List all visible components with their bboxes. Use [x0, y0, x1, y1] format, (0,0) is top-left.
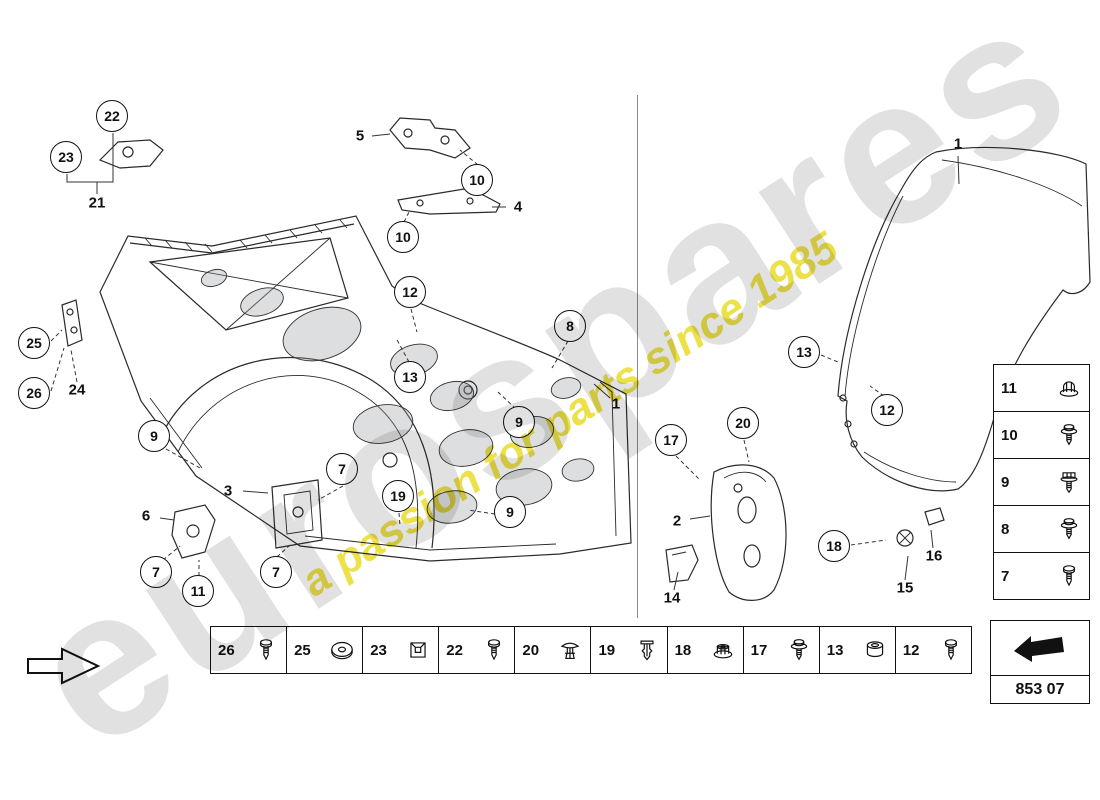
callout-19[interactable]: 19 [382, 480, 414, 512]
screw-washer-icon [790, 639, 807, 660]
callout-10[interactable]: 10 [461, 164, 493, 196]
screw-icon [260, 639, 273, 660]
flange-nut-icon [713, 643, 732, 659]
sidebar-item-number: 9 [1001, 473, 1010, 491]
screw-icon [488, 639, 501, 660]
push-clip-icon [561, 642, 580, 660]
sidebar-item-number: 10 [1001, 426, 1018, 444]
screw-icon [1062, 565, 1076, 586]
part-label-4[interactable]: 4 [513, 198, 523, 216]
legend-item-22[interactable]: 22 [439, 627, 516, 673]
part-group-arrow [991, 621, 1089, 675]
part-group-box: 853 07 [990, 620, 1090, 704]
part-label-15[interactable]: 15 [896, 579, 914, 597]
legend-item-number: 13 [826, 641, 844, 659]
group-arrow-icon [1014, 636, 1064, 662]
sidebar-item-11[interactable]: 11 [994, 365, 1089, 412]
callout-7[interactable]: 7 [140, 556, 172, 588]
washer-disc-icon [331, 641, 353, 660]
screw-washer-icon [1060, 424, 1078, 445]
callout-11[interactable]: 11 [182, 575, 214, 607]
part-label-24[interactable]: 24 [68, 381, 86, 399]
fastener-legend: 26 25 23 22 20 19 18 17 13 12 [210, 626, 972, 674]
sidebar-item-9[interactable]: 9 [994, 459, 1089, 506]
grommet-icon [866, 641, 884, 658]
legend-item-12[interactable]: 12 [896, 627, 971, 673]
legend-item-26[interactable]: 26 [211, 627, 288, 673]
legend-item-number: 17 [750, 641, 768, 659]
part-label-14[interactable]: 14 [663, 589, 681, 607]
screw-washer-icon [1060, 518, 1078, 539]
sidebar-item-number: 8 [1001, 520, 1010, 538]
fastener-sidebar: 11 10 9 8 7 [993, 364, 1090, 600]
legend-item-number: 23 [370, 641, 387, 659]
part-label-3[interactable]: 3 [223, 482, 233, 500]
callout-23[interactable]: 23 [50, 141, 82, 173]
part-label-6[interactable]: 6 [141, 507, 151, 525]
callout-26[interactable]: 26 [18, 377, 50, 409]
sidebar-item-7[interactable]: 7 [994, 553, 1089, 599]
callout-25[interactable]: 25 [18, 327, 50, 359]
callout-12[interactable]: 12 [871, 394, 903, 426]
callout-9[interactable]: 9 [138, 420, 170, 452]
legend-item-13[interactable]: 13 [820, 627, 896, 673]
legend-item-17[interactable]: 17 [744, 627, 820, 673]
sidebar-item-number: 11 [1001, 379, 1017, 397]
sidebar-item-10[interactable]: 10 [994, 412, 1089, 459]
callout-10[interactable]: 10 [387, 221, 419, 253]
callout-17[interactable]: 17 [655, 424, 687, 456]
part-label-2[interactable]: 2 [672, 512, 682, 530]
sidebar-item-number: 7 [1001, 567, 1010, 585]
callout-7[interactable]: 7 [260, 556, 292, 588]
part-label-1[interactable]: 1 [953, 135, 963, 153]
callout-9[interactable]: 9 [494, 496, 526, 528]
legend-item-number: 12 [902, 641, 920, 659]
legend-item-25[interactable]: 25 [287, 627, 364, 673]
prev-page-arrow[interactable] [24, 642, 104, 690]
panel-divider [637, 95, 638, 618]
dome-nut-icon [1059, 381, 1079, 397]
callout-18[interactable]: 18 [818, 530, 850, 562]
legend-item-number: 19 [598, 641, 616, 659]
sidebar-item-8[interactable]: 8 [994, 506, 1089, 553]
clip-bracket-icon [410, 642, 426, 658]
hex-bolt-icon [1060, 472, 1078, 493]
callout-13[interactable]: 13 [788, 336, 820, 368]
screw-icon [944, 639, 957, 660]
legend-item-number: 20 [522, 641, 540, 659]
callout-13[interactable]: 13 [394, 361, 426, 393]
legend-item-number: 26 [218, 641, 235, 659]
part-label-21[interactable]: 21 [88, 194, 106, 212]
part-label-1[interactable]: 1 [611, 395, 621, 413]
callout-7[interactable]: 7 [326, 453, 358, 485]
part-group-code: 853 07 [991, 675, 1089, 703]
expansion-rivet-icon [640, 640, 654, 661]
legend-item-20[interactable]: 20 [515, 627, 592, 673]
callout-22[interactable]: 22 [96, 100, 128, 132]
callout-20[interactable]: 20 [727, 407, 759, 439]
callout-9[interactable]: 9 [503, 406, 535, 438]
legend-item-19[interactable]: 19 [591, 627, 668, 673]
legend-item-number: 18 [674, 641, 692, 659]
part-label-16[interactable]: 16 [925, 547, 943, 565]
legend-item-number: 22 [446, 641, 463, 659]
legend-item-18[interactable]: 18 [668, 627, 744, 673]
callout-8[interactable]: 8 [554, 310, 586, 342]
part-label-5[interactable]: 5 [355, 127, 365, 145]
legend-item-number: 25 [294, 641, 311, 659]
callout-12[interactable]: 12 [394, 276, 426, 308]
legend-item-23[interactable]: 23 [363, 627, 440, 673]
